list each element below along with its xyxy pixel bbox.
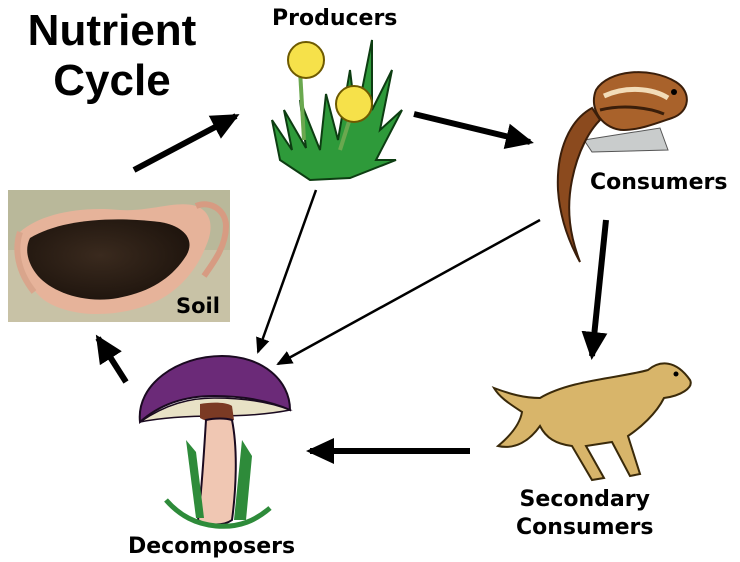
arrow-decomposers-to-soil [98, 338, 126, 382]
arrow-consumers-to-decomposers [278, 220, 540, 364]
title-line-1: Nutrient [12, 6, 212, 56]
diagram-title: Nutrient Cycle [12, 6, 212, 106]
arrow-soil-to-producers [134, 116, 236, 170]
arrow-consumers-to-secondary [592, 220, 606, 356]
arrow-producers-to-decomposers [258, 190, 316, 352]
soil-label: Soil [176, 294, 220, 318]
decomposers-label: Decomposers [128, 534, 295, 559]
secondary-consumers-label: Secondary Consumers [516, 486, 653, 542]
dandelion-plant-icon [272, 40, 402, 180]
secondary-label-line-2: Consumers [516, 514, 653, 542]
producers-label: Producers [272, 6, 397, 31]
arrow-producers-to-consumers [414, 114, 530, 142]
mushroom-icon [140, 356, 290, 526]
wolf-icon [494, 363, 691, 480]
secondary-label-line-1: Secondary [516, 486, 653, 514]
chipmunk-icon [558, 72, 687, 262]
title-line-2: Cycle [12, 56, 212, 106]
consumers-label: Consumers [590, 170, 727, 195]
